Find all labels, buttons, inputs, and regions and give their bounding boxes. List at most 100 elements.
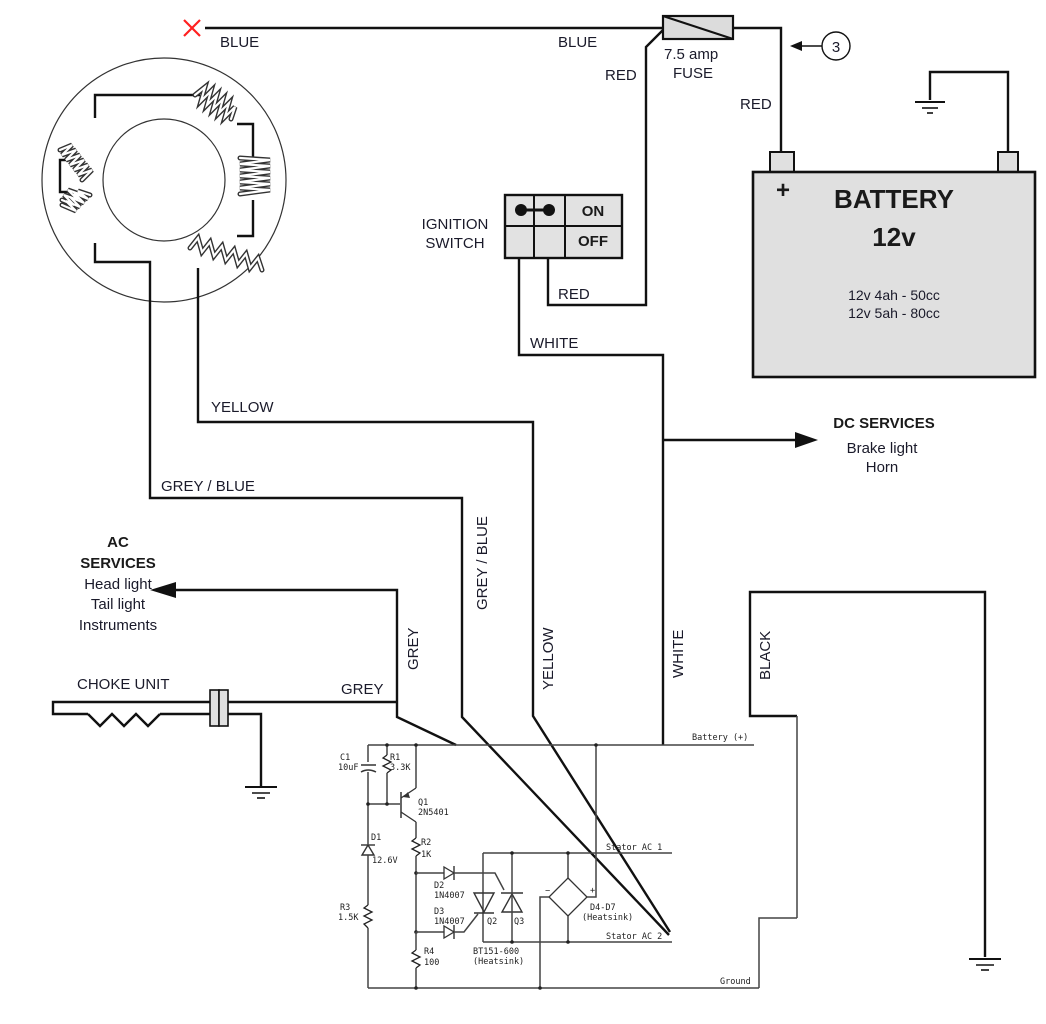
battery-plus-sign: + bbox=[776, 177, 790, 204]
diode-d2 bbox=[443, 865, 456, 881]
ground-icon bbox=[245, 786, 277, 799]
choke-heater-icon bbox=[87, 712, 161, 728]
stator-link-wire bbox=[237, 200, 255, 238]
ignition-switch-on[interactable]: ON bbox=[582, 203, 605, 220]
resistor-r1 bbox=[381, 754, 393, 774]
choke-ground-wire bbox=[228, 712, 263, 786]
bridge-note: (Heatsink) bbox=[582, 913, 633, 923]
yellow-wire bbox=[196, 320, 672, 933]
cut-wire-mark-icon bbox=[183, 19, 201, 37]
bridge-negative-trace bbox=[539, 896, 549, 988]
choke-cable bbox=[51, 700, 210, 716]
junction bbox=[566, 851, 570, 855]
choke-connector-icon bbox=[218, 689, 229, 727]
ignition-switch[interactable]: ON OFF bbox=[503, 193, 624, 260]
choke-connector-icon bbox=[209, 689, 220, 727]
q2-name: Q2 bbox=[487, 917, 497, 927]
red-wire-battery bbox=[733, 26, 783, 152]
junction bbox=[366, 802, 370, 806]
r1-value: 3.3K bbox=[390, 763, 411, 773]
junction bbox=[594, 743, 598, 747]
ac-services-title: SERVICES bbox=[80, 555, 156, 572]
junction bbox=[510, 851, 514, 855]
grey-blue-wire bbox=[148, 320, 670, 936]
yellow-wire-label-horizontal: YELLOW bbox=[211, 399, 274, 416]
junction bbox=[510, 940, 514, 944]
arrow-left-icon bbox=[150, 582, 176, 598]
d3-name: D3 bbox=[434, 907, 444, 917]
ignition-switch-label: SWITCH bbox=[425, 235, 484, 252]
ignition-switch-label: IGNITION bbox=[422, 216, 489, 233]
red-wire-label-battery: RED bbox=[740, 96, 772, 113]
d2-value: 1N4007 bbox=[434, 891, 465, 901]
trace bbox=[454, 913, 479, 933]
scr-note: (Heatsink) bbox=[473, 957, 524, 967]
grey-blue-wire-label-vertical: GREY / BLUE bbox=[474, 516, 491, 610]
reference-marker: 3 bbox=[790, 31, 851, 61]
transistor-q1 bbox=[400, 787, 417, 823]
stator-coil bbox=[187, 232, 265, 274]
dc-services-title: DC SERVICES bbox=[833, 415, 934, 432]
c1-name: C1 bbox=[340, 753, 350, 763]
grey-wire-label-vertical: GREY bbox=[405, 627, 422, 670]
d3-value: 1N4007 bbox=[434, 917, 465, 927]
ac-services-title: AC bbox=[107, 534, 129, 551]
r2-name: R2 bbox=[421, 838, 431, 848]
scr-value: BT151-600 bbox=[473, 947, 519, 957]
grey-blue-wire-label-horizontal: GREY / BLUE bbox=[161, 478, 255, 495]
r3-name: R3 bbox=[340, 903, 350, 913]
battery-ground-wire bbox=[928, 70, 1010, 152]
stator-coil bbox=[192, 80, 238, 126]
stator-inner-ring bbox=[102, 118, 226, 242]
stator-outer-ring bbox=[41, 57, 287, 303]
capacitor-c1 bbox=[360, 764, 377, 773]
dc-services-item: Horn bbox=[866, 459, 899, 476]
net-label-stator2: Stator AC 2 bbox=[606, 932, 662, 942]
ac-services-item: Instruments bbox=[79, 617, 157, 634]
d1-name: D1 bbox=[371, 833, 381, 843]
yellow-wire-label-vertical: YELLOW bbox=[540, 627, 557, 690]
regulator-schematic: Battery (+) Ground C1 10uF D1 12.6V R3 1… bbox=[338, 733, 759, 990]
resistor-r4 bbox=[410, 949, 422, 969]
red-wire-label-fuse: RED bbox=[605, 67, 637, 84]
switch-contact-icon bbox=[515, 204, 555, 216]
choke-unit bbox=[51, 689, 397, 786]
white-wire bbox=[517, 258, 665, 745]
battery-body bbox=[751, 170, 1037, 379]
d2-name: D2 bbox=[434, 881, 444, 891]
battery-positive-terminal bbox=[769, 151, 795, 173]
zener-d1 bbox=[360, 843, 376, 856]
r3-value: 1.5K bbox=[338, 913, 359, 923]
black-wire-label: BLACK bbox=[757, 631, 774, 680]
ignition-switch-off[interactable]: OFF bbox=[578, 233, 608, 250]
d1-value: 12.6V bbox=[372, 856, 398, 866]
red-wire-label-switch: RED bbox=[558, 286, 590, 303]
stator-coil bbox=[237, 155, 271, 197]
blue-wire-label-right: BLUE bbox=[558, 34, 597, 51]
fuse bbox=[661, 14, 735, 41]
net-label-ground: Ground bbox=[720, 977, 751, 987]
battery-voltage: 12v bbox=[872, 222, 916, 252]
r1-name: R1 bbox=[390, 753, 400, 763]
junction bbox=[385, 743, 389, 747]
resistor-r2 bbox=[410, 837, 422, 857]
battery-negative-terminal bbox=[997, 151, 1019, 173]
arrow-left-icon bbox=[790, 41, 802, 51]
fuse-element bbox=[662, 14, 734, 41]
battery-title: BATTERY bbox=[834, 184, 954, 214]
stator bbox=[41, 57, 287, 320]
r4-value: 100 bbox=[424, 958, 439, 968]
c1-value: 10uF bbox=[338, 763, 358, 773]
net-label-stator1: Stator AC 1 bbox=[606, 843, 662, 853]
scr-q2 bbox=[472, 892, 496, 914]
dc-services-item: Brake light bbox=[847, 440, 919, 457]
bridge-positive-trace bbox=[587, 745, 597, 898]
junction bbox=[566, 940, 570, 944]
bridge-name: D4-D7 bbox=[590, 903, 616, 913]
battery-spec: 12v 5ah - 80cc bbox=[848, 305, 940, 321]
grey-wire-label-horizontal: GREY bbox=[341, 681, 384, 698]
junction bbox=[538, 986, 542, 990]
stator-link-wire bbox=[93, 93, 200, 118]
q1-value: 2N5401 bbox=[418, 808, 449, 818]
reference-marker-number: 3 bbox=[832, 39, 840, 56]
